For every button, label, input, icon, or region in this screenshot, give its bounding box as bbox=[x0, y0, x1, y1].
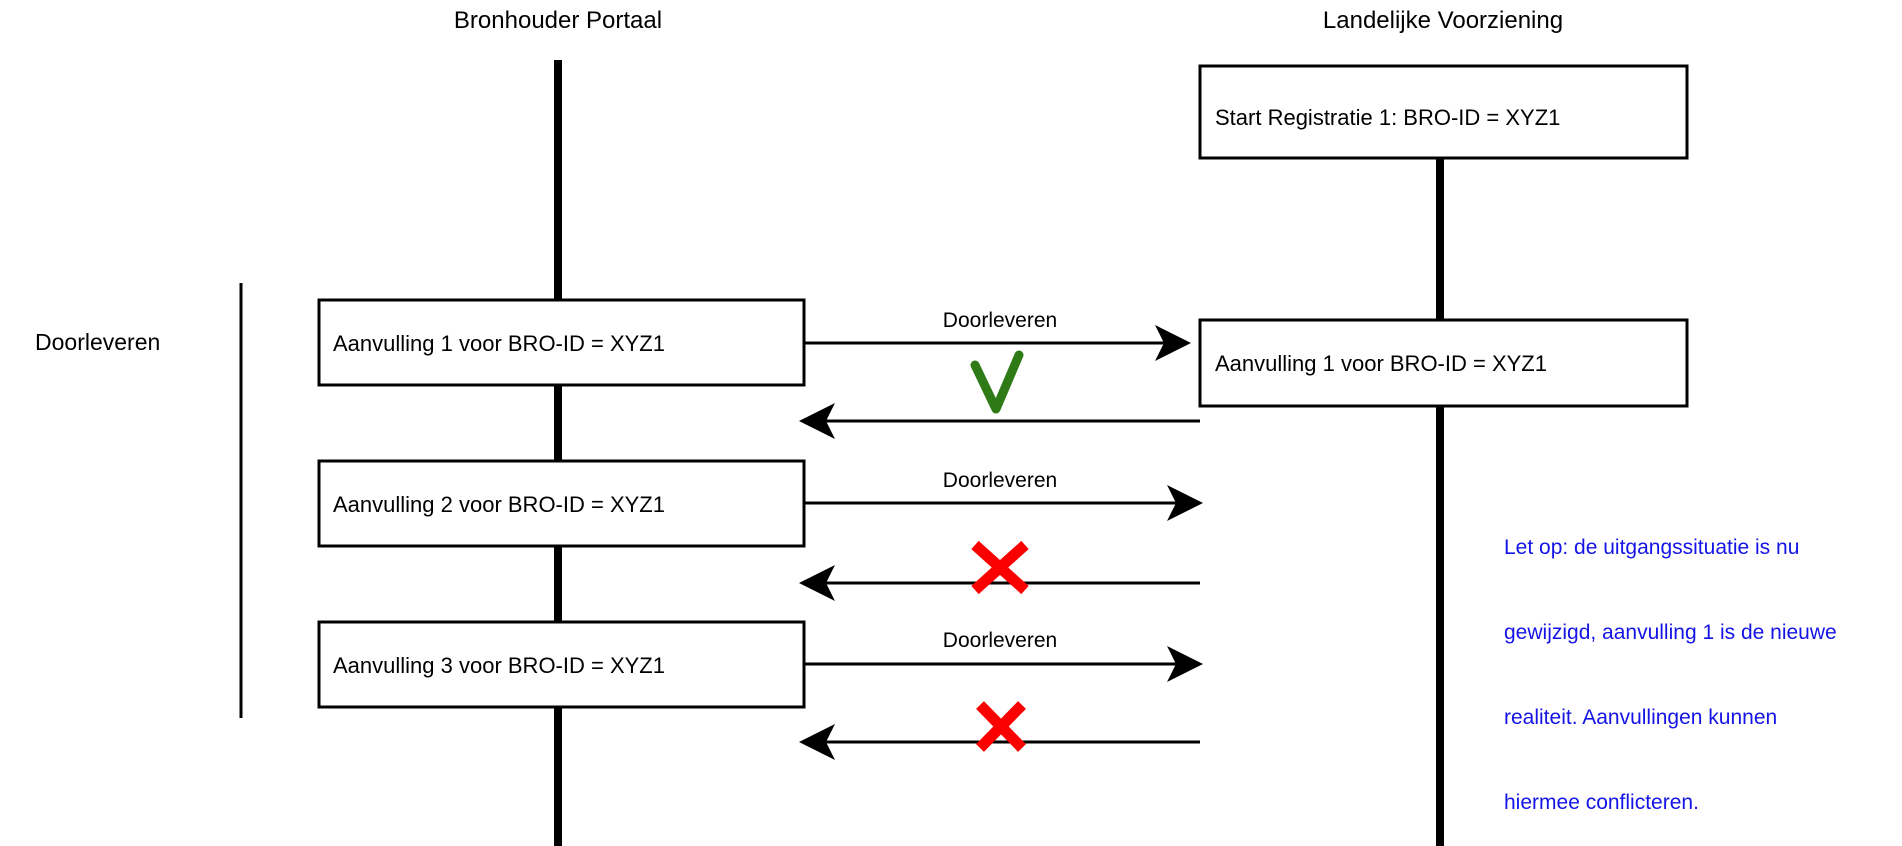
message-label-2: Doorleveren bbox=[942, 469, 1058, 492]
note-line: realiteit. Aanvullingen kunnen bbox=[1504, 705, 1778, 729]
box-aanvulling-1-right bbox=[1198, 318, 1689, 408]
check-icon bbox=[970, 350, 1024, 414]
note-line: Let op: de uitgangssituatie is nu bbox=[1504, 535, 1800, 559]
box-aanvulling-2-left bbox=[317, 459, 806, 548]
box-aanvulling-1-left bbox=[317, 298, 806, 387]
box-label-aanvulling-1-left: Aanvulling 1 voor BRO-ID = XYZ1 bbox=[333, 331, 665, 356]
box-label-aanvulling-3-left: Aanvulling 3 voor BRO-ID = XYZ1 bbox=[333, 653, 665, 678]
box-label-aanvulling-1-right: Aanvulling 1 voor BRO-ID = XYZ1 bbox=[1215, 351, 1547, 376]
group-label-doorleveren: Doorleveren bbox=[35, 329, 161, 355]
actor-title-landelijke-voorziening: Landelijke Voorziening bbox=[1322, 7, 1564, 34]
note-line: hiermee conflicteren. bbox=[1504, 790, 1699, 814]
box-label-aanvulling-2-left: Aanvulling 2 voor BRO-ID = XYZ1 bbox=[333, 492, 665, 517]
box-start-registratie bbox=[1198, 64, 1689, 160]
box-aanvulling-3-left bbox=[317, 620, 806, 709]
actor-title-bronhouder-portaal: Bronhouder Portaal bbox=[453, 7, 663, 34]
message-label-3: Doorleveren bbox=[942, 629, 1058, 652]
box-label-start-registratie: Start Registratie 1: BRO-ID = XYZ1 bbox=[1215, 105, 1561, 130]
note-line: gewijzigd, aanvulling 1 is de nieuwe bbox=[1504, 620, 1837, 644]
message-label-1: Doorleveren bbox=[942, 309, 1058, 332]
cross-icon bbox=[971, 540, 1029, 595]
note-uitgangssituatie: Let op: de uitgangssituatie is nu gewijz… bbox=[1504, 477, 1902, 846]
cross-icon bbox=[976, 701, 1026, 752]
